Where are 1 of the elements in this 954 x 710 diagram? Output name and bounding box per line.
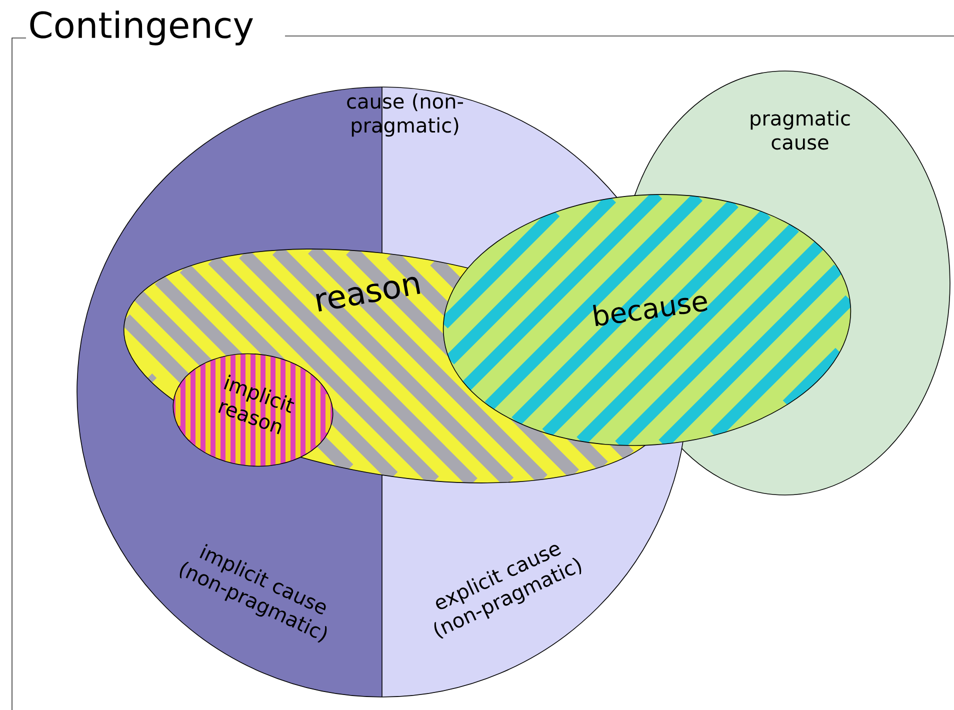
title: Contingency (30, 10, 253, 46)
